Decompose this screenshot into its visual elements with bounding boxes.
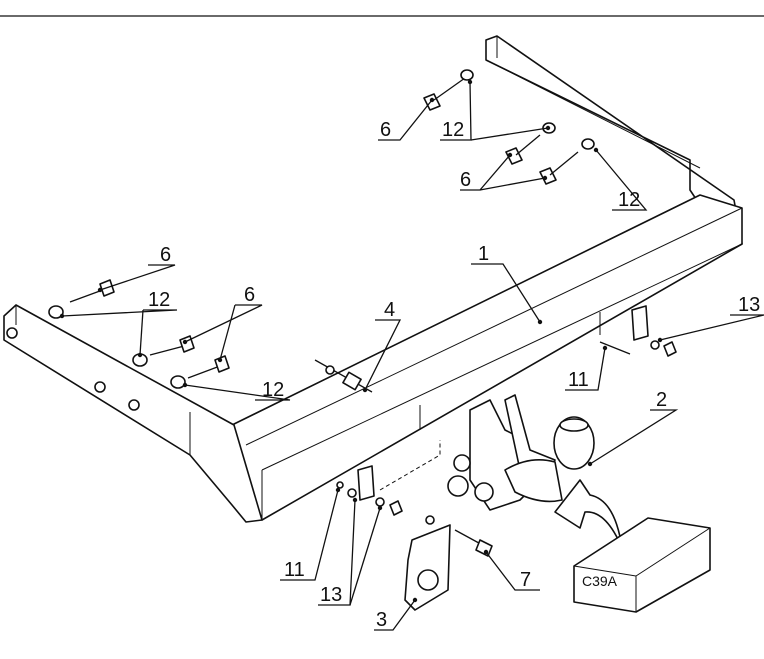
callout-1: 1 bbox=[478, 243, 489, 265]
callout-4: 4 bbox=[384, 299, 395, 321]
callout-13a: 13 bbox=[320, 584, 342, 606]
c39a-box: C39A bbox=[573, 517, 711, 613]
leader-lines bbox=[61, 81, 764, 631]
callout-11b: 11 bbox=[568, 369, 589, 391]
tow-ball-assembly bbox=[447, 394, 595, 511]
callout-2: 2 bbox=[656, 389, 667, 411]
callout-3: 3 bbox=[376, 609, 387, 631]
cross-member bbox=[3, 35, 743, 523]
callout-13b: 13 bbox=[738, 294, 760, 316]
callout-12a: 12 bbox=[442, 119, 464, 141]
callout-12b: 12 bbox=[618, 189, 640, 211]
callout-6c: 6 bbox=[160, 244, 171, 266]
callout-12c: 12 bbox=[148, 289, 170, 311]
fasteners-11-13 bbox=[336, 340, 677, 516]
socket-plate bbox=[404, 524, 451, 611]
rotation-arrow bbox=[554, 479, 623, 549]
callout-7: 7 bbox=[520, 569, 531, 591]
callout-labels: 1 2 3 4 6 6 6 6 7 11 11 12 12 12 12 13 1… bbox=[148, 119, 760, 631]
bracket-right bbox=[631, 305, 649, 341]
callout-11a: 11 bbox=[284, 559, 305, 581]
callout-6d: 6 bbox=[244, 284, 255, 306]
leader-arrowheads bbox=[59, 79, 663, 603]
dashed-guide bbox=[379, 440, 441, 491]
callout-6a: 6 bbox=[380, 119, 391, 141]
box-label: C39A bbox=[582, 573, 618, 589]
callout-12d: 12 bbox=[262, 379, 284, 401]
bolt-spring bbox=[314, 359, 373, 393]
callout-6b: 6 bbox=[460, 169, 471, 191]
fasteners-top bbox=[423, 69, 595, 185]
bracket-left bbox=[357, 465, 375, 501]
